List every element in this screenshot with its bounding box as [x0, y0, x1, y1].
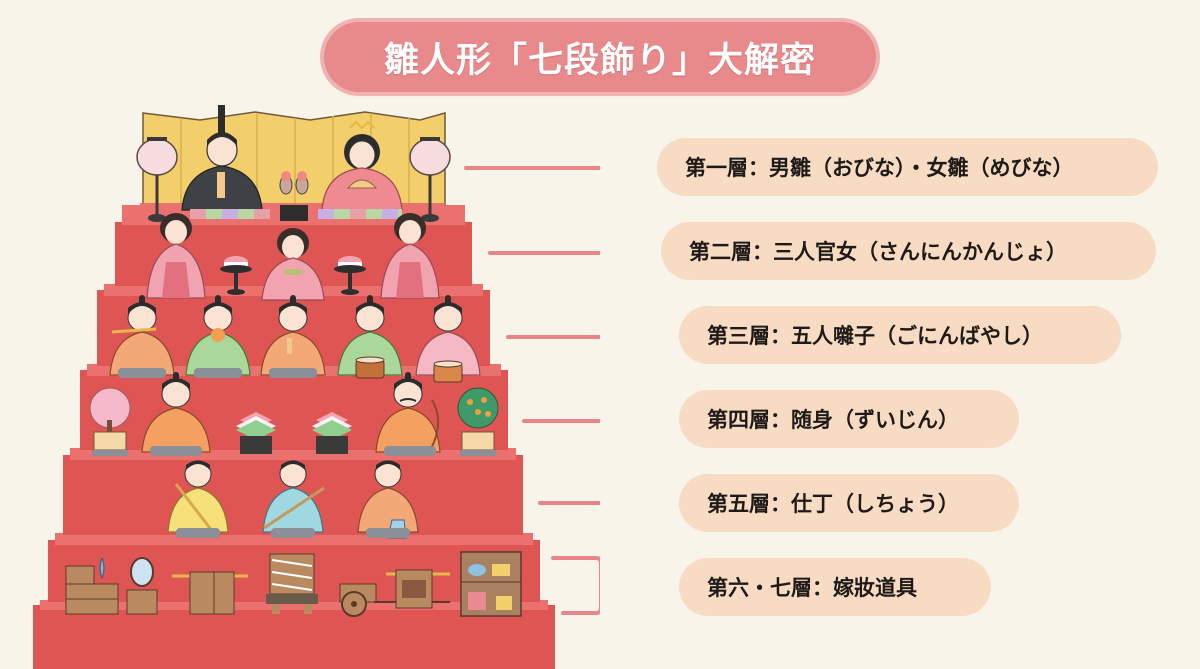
mirror-stand-icon — [126, 557, 158, 615]
servant-broom-icon — [167, 460, 229, 538]
hishimochi-right-icon — [312, 412, 352, 454]
palanquin-icon — [374, 569, 450, 609]
ohina-sama-icon — [318, 120, 403, 219]
musician-chanter-icon — [260, 295, 326, 378]
servant-rake-icon — [262, 460, 325, 538]
bonbori-lantern-left-icon — [136, 137, 178, 222]
court-lady-left-icon — [146, 213, 206, 299]
hishimochi-left-icon — [236, 412, 276, 454]
tier-5-label: 第五層：仕丁（しちょう） — [679, 474, 1019, 532]
young-guard-icon — [141, 372, 211, 456]
connector-arrows — [464, 166, 600, 615]
servant-dustpan-icon — [357, 460, 419, 539]
tier-2-label-text: 第二層：三人官女（さんにんかんじょ） — [689, 240, 1067, 264]
title-banner: 雛人形「七段飾り」大解密 — [324, 22, 876, 92]
tier-3-label-text: 第三層：五人囃子（ごにんばやし） — [707, 324, 1043, 348]
ox-cart-icon — [339, 583, 377, 617]
sweets-stand-left-icon — [220, 256, 252, 295]
page-title: 雛人形「七段飾り」大解密 — [383, 40, 816, 81]
tier-6-7-label: 第六・七層：嫁妝道具 — [679, 558, 991, 616]
old-guard-icon — [375, 372, 441, 456]
musician-taiko-icon — [337, 295, 403, 379]
bonbori-lantern-right-icon — [409, 137, 451, 222]
tier-1-label-text: 第一層：男雛（おびな）・女雛（めびな） — [685, 156, 1074, 180]
court-lady-center-icon — [261, 228, 325, 301]
tier-1-label: 第一層：男雛（おびな）・女雛（めびな） — [657, 138, 1158, 196]
tier-2-label: 第二層：三人官女（さんにんかんじょ） — [661, 222, 1156, 280]
shelf-icon — [460, 551, 522, 617]
musician-drum-icon — [415, 295, 481, 383]
odairi-sama-icon — [181, 105, 270, 219]
sweets-stand-right-icon — [334, 256, 366, 295]
doll-illustrations — [65, 105, 600, 617]
tier-4-label-text: 第四層：随身（ずいじん） — [707, 408, 959, 432]
court-lady-right-icon — [380, 213, 440, 299]
tachibana-tree-icon — [457, 387, 499, 456]
step-tier-6-top — [55, 533, 533, 545]
tier-5-label-text: 第五層：仕丁（しちょう） — [707, 492, 959, 516]
tier-6-7-label-text: 第六・七層：嫁妝道具 — [707, 576, 917, 600]
step-tier-7-top — [40, 600, 548, 610]
chest-of-drawers-icon — [65, 557, 119, 615]
tier-3-label: 第三層：五人囃子（ごにんばやし） — [679, 306, 1121, 364]
cherry-tree-icon — [89, 387, 131, 456]
musician-flute-icon — [109, 295, 175, 378]
cabinet-icon — [172, 571, 248, 615]
sake-bottle-stand-icon — [279, 171, 309, 221]
tier-4-label: 第四層：随身（ずいじん） — [679, 390, 1019, 448]
musician-singer-icon — [185, 295, 251, 378]
stacked-box-icon — [266, 553, 318, 614]
